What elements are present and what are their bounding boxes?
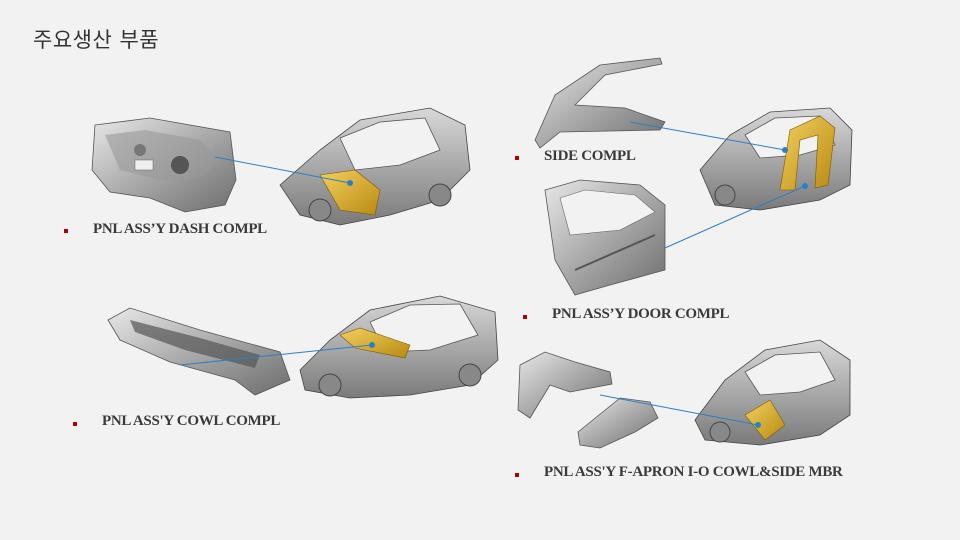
cowl-panel-image: [107, 307, 291, 396]
connector-side: [629, 121, 786, 151]
label-door-compl: PNL ASS’Y DOOR COMPL: [552, 306, 730, 322]
bullet-apron: [515, 473, 519, 477]
car-body-apron-image: [694, 339, 851, 446]
connector-apron: [599, 394, 759, 426]
slide-title: 주요생산 부품: [33, 28, 160, 52]
bullet-side: [515, 156, 519, 160]
connector-dash: [214, 156, 351, 184]
bullet-door: [523, 315, 527, 319]
apron-member-image: [517, 351, 659, 449]
bullet-dash: [64, 229, 68, 233]
car-body-dash-image: [279, 107, 471, 226]
bullet-cowl: [73, 422, 77, 426]
label-cowl-compl: PNL ASS'Y COWL COMPL: [102, 413, 281, 429]
car-body-side-image: [699, 107, 853, 211]
side-panel-image: [534, 57, 666, 149]
dash-panel-image: [91, 117, 237, 213]
label-side-compl: SIDE COMPL: [544, 148, 636, 164]
connector-cowl: [179, 344, 373, 366]
door-panel-image: [544, 179, 666, 296]
label-dash-compl: PNL ASS’Y DASH COMPL: [93, 221, 267, 237]
car-body-cowl-image: [299, 295, 499, 399]
label-apron-mbr: PNL ASS'Y F-APRON I-O COWL&SIDE MBR: [544, 464, 843, 480]
connector-door: [664, 185, 806, 249]
